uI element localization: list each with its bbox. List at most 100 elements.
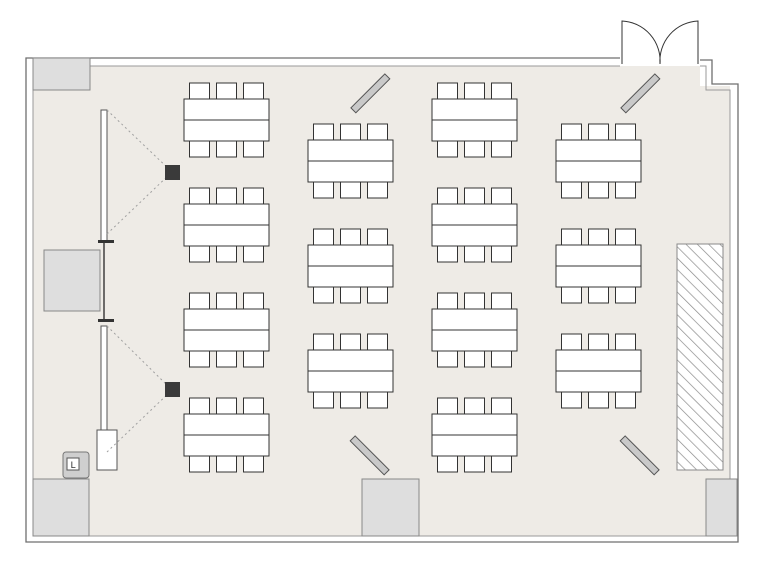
chair xyxy=(189,138,210,158)
table-col1-row4 xyxy=(183,397,270,473)
chair xyxy=(491,292,512,312)
chair xyxy=(491,138,512,158)
chair xyxy=(464,243,485,263)
chair xyxy=(340,389,361,409)
chair xyxy=(588,123,609,143)
projector-icon xyxy=(165,382,180,397)
screen-lower-base xyxy=(96,429,118,471)
chair xyxy=(216,292,237,312)
column-bottom-right xyxy=(705,478,738,537)
chair xyxy=(588,284,609,304)
chair xyxy=(243,138,264,158)
chair xyxy=(615,228,636,248)
chair xyxy=(367,389,388,409)
chair xyxy=(615,284,636,304)
chair xyxy=(189,82,210,102)
chair xyxy=(340,228,361,248)
chair xyxy=(243,292,264,312)
screen-bracket-lower xyxy=(98,319,114,322)
table-col2-row3 xyxy=(307,333,394,409)
chair xyxy=(313,179,334,199)
chair xyxy=(491,243,512,263)
column-top-left xyxy=(32,57,91,91)
chair xyxy=(561,179,582,199)
speaker-icon xyxy=(620,73,661,114)
table-col4-row1 xyxy=(555,123,642,199)
chair xyxy=(340,333,361,353)
column-bottom-center xyxy=(361,478,420,537)
chair xyxy=(561,228,582,248)
chair xyxy=(615,123,636,143)
table-col3-row2 xyxy=(431,187,518,263)
table-col4-row3 xyxy=(555,333,642,409)
chair xyxy=(464,348,485,368)
table-col2-row2 xyxy=(307,228,394,304)
chair xyxy=(313,228,334,248)
chair xyxy=(243,187,264,207)
projector-beams xyxy=(106,109,173,453)
chair xyxy=(243,82,264,102)
chair xyxy=(491,82,512,102)
chair xyxy=(615,389,636,409)
chair xyxy=(464,397,485,417)
chair xyxy=(367,284,388,304)
outer-wall xyxy=(25,57,739,543)
chair xyxy=(367,333,388,353)
chair xyxy=(464,187,485,207)
chair xyxy=(340,284,361,304)
chair xyxy=(491,453,512,473)
chair xyxy=(437,397,458,417)
table-col3-row3 xyxy=(431,292,518,368)
speaker-icon xyxy=(349,435,390,476)
chair xyxy=(189,243,210,263)
chair xyxy=(216,453,237,473)
chair xyxy=(340,123,361,143)
chair xyxy=(464,82,485,102)
table-groups xyxy=(183,82,642,473)
chair xyxy=(243,453,264,473)
screen-upper xyxy=(100,109,108,242)
chair xyxy=(464,292,485,312)
chair xyxy=(189,453,210,473)
table-col1-row3 xyxy=(183,292,270,368)
projector-icon xyxy=(165,165,180,180)
lectern-icon: L xyxy=(62,451,90,479)
column-bottom-left xyxy=(32,478,90,537)
chair xyxy=(367,123,388,143)
storage-block-left xyxy=(43,249,101,312)
chair xyxy=(216,187,237,207)
table-col1-row1 xyxy=(183,82,270,158)
speaker-icon xyxy=(619,435,660,476)
double-door-icon xyxy=(620,20,700,65)
chair xyxy=(588,179,609,199)
chair xyxy=(588,389,609,409)
chair xyxy=(464,138,485,158)
table-col3-row1 xyxy=(431,82,518,158)
chair xyxy=(189,397,210,417)
chair xyxy=(243,243,264,263)
chair xyxy=(588,333,609,353)
chair xyxy=(561,284,582,304)
chair xyxy=(216,243,237,263)
chair xyxy=(216,397,237,417)
chair xyxy=(340,179,361,199)
chair xyxy=(464,453,485,473)
chair xyxy=(367,179,388,199)
chair xyxy=(491,187,512,207)
chair xyxy=(437,292,458,312)
screen-bracket-upper xyxy=(98,240,114,243)
chair xyxy=(437,187,458,207)
chair xyxy=(367,228,388,248)
chair xyxy=(189,348,210,368)
chair xyxy=(561,333,582,353)
chair xyxy=(437,348,458,368)
chair xyxy=(588,228,609,248)
chair xyxy=(491,348,512,368)
chair xyxy=(437,138,458,158)
chair xyxy=(216,348,237,368)
chair xyxy=(437,82,458,102)
chair xyxy=(313,389,334,409)
chair xyxy=(243,397,264,417)
chair xyxy=(313,123,334,143)
chair xyxy=(313,284,334,304)
